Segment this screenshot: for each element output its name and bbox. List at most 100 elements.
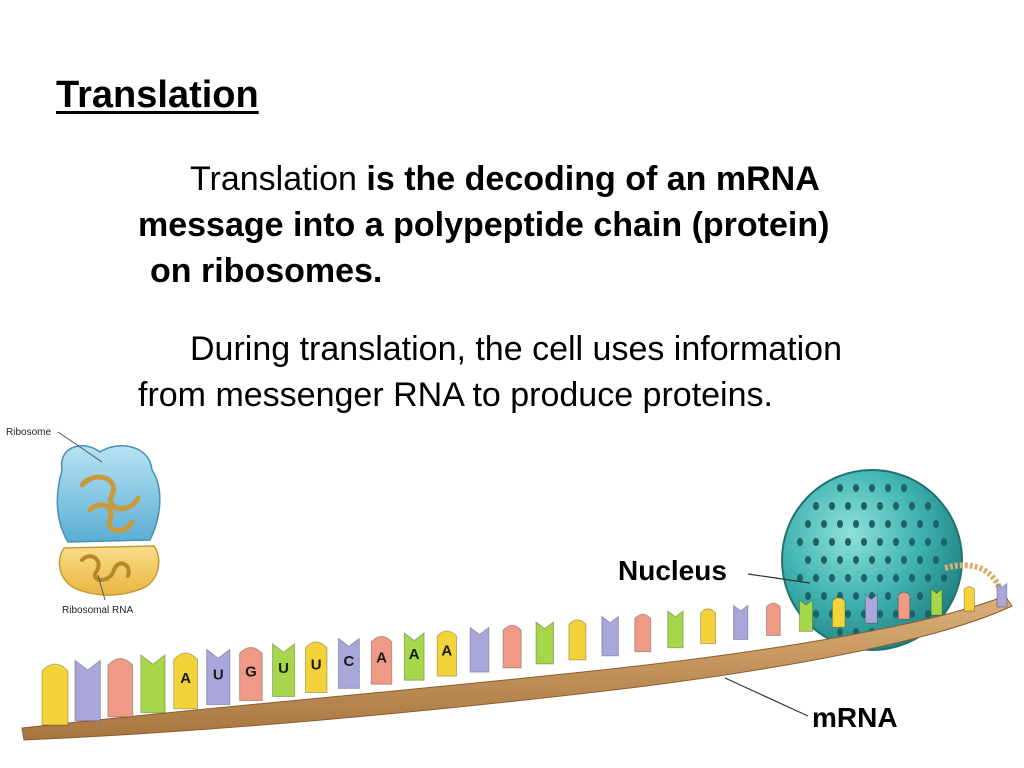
nuclear-pore bbox=[917, 592, 923, 600]
nuclear-pore bbox=[909, 610, 915, 618]
nuclear-pore bbox=[933, 520, 939, 528]
base-letter: C bbox=[343, 653, 354, 670]
nuclear-pore bbox=[805, 592, 811, 600]
nuclear-pore bbox=[813, 574, 819, 582]
nucleotide-base bbox=[74, 659, 101, 722]
nucleotide-base bbox=[667, 609, 684, 649]
nuclear-pore bbox=[821, 556, 827, 564]
ribosome-illustration bbox=[56, 445, 161, 596]
nucleotide-base bbox=[370, 635, 393, 685]
nuclear-pore bbox=[925, 574, 931, 582]
mrna-leader-line bbox=[724, 677, 809, 717]
nuclear-pore bbox=[893, 610, 899, 618]
nuclear-pore bbox=[829, 574, 835, 582]
nuclear-pore bbox=[837, 628, 843, 636]
definition-bold-2: message into a polypeptide chain (protei… bbox=[138, 206, 830, 244]
nuclear-pore bbox=[925, 610, 931, 618]
nucleotide-base bbox=[996, 582, 1008, 608]
ribosomal-rna-leader-line bbox=[97, 574, 106, 601]
nuclear-pore bbox=[853, 592, 859, 600]
nuclear-pore bbox=[941, 574, 947, 582]
nuclear-pore bbox=[885, 484, 891, 492]
nuclear-pore bbox=[805, 520, 811, 528]
definition-bold-3: on ribosomes. bbox=[150, 252, 383, 290]
nucleotide-base bbox=[206, 648, 231, 706]
nuclear-pore bbox=[901, 556, 907, 564]
nuclear-pore bbox=[853, 556, 859, 564]
nuclear-pore bbox=[917, 520, 923, 528]
nucleotide-base bbox=[337, 637, 360, 689]
process-line-2: from messenger RNA to produce proteins. bbox=[138, 376, 773, 414]
nucleotide-base bbox=[502, 624, 522, 669]
nucleotide-base bbox=[41, 663, 69, 726]
definition-lead: Translation bbox=[190, 160, 357, 198]
nuclear-pore bbox=[813, 538, 819, 546]
nuclear-pore bbox=[909, 574, 915, 582]
nucleotide-base bbox=[963, 586, 976, 612]
nuclear-pore bbox=[797, 538, 803, 546]
nuclear-pore bbox=[861, 538, 867, 546]
nucleotide-base bbox=[831, 597, 846, 628]
nuclear-pore bbox=[861, 502, 867, 510]
nuclear-pore bbox=[821, 592, 827, 600]
nuclear-pore bbox=[893, 574, 899, 582]
base-letter: G bbox=[245, 663, 257, 680]
base-letter: A bbox=[180, 670, 191, 687]
nucleotide-base bbox=[930, 587, 943, 616]
ribosomal-rna-label: Ribosomal RNA bbox=[62, 605, 133, 616]
nuclear-pore bbox=[941, 538, 947, 546]
nuclear-pore bbox=[877, 574, 883, 582]
mrna-exit-strand bbox=[944, 562, 1005, 596]
nucleotide-base bbox=[897, 591, 911, 620]
nuclear-pore bbox=[925, 538, 931, 546]
nucleotide-base bbox=[601, 615, 619, 657]
nucleotide-base bbox=[272, 642, 296, 698]
nuclear-pore bbox=[877, 610, 883, 618]
process-line-1: During translation, the cell uses inform… bbox=[190, 330, 842, 368]
nuclear-pore bbox=[845, 538, 851, 546]
nuclear-pore bbox=[845, 502, 851, 510]
nuclear-pore bbox=[933, 556, 939, 564]
nucleotide-base bbox=[568, 619, 587, 661]
mrna-backbone bbox=[21, 595, 1013, 741]
nuclear-pore bbox=[853, 484, 859, 492]
nucleus-label: Nucleus bbox=[618, 555, 727, 586]
nuclear-pore bbox=[885, 520, 891, 528]
nuclear-pore bbox=[917, 556, 923, 564]
nuclear-pore bbox=[869, 520, 875, 528]
nuclear-pore bbox=[837, 520, 843, 528]
nuclear-pore bbox=[845, 610, 851, 618]
nucleotide-base bbox=[107, 657, 134, 718]
nucleotide-base bbox=[403, 631, 425, 681]
nuclear-pore bbox=[909, 502, 915, 510]
nuclear-pore bbox=[861, 574, 867, 582]
nucleotide-base bbox=[239, 646, 263, 702]
definition-bold-1: is the decoding of an mRNA bbox=[366, 160, 820, 198]
nuclear-pore bbox=[893, 538, 899, 546]
nucleotide-base bbox=[765, 602, 781, 636]
nuclear-pore bbox=[821, 520, 827, 528]
base-letter: U bbox=[278, 660, 289, 677]
slide-title: Translation bbox=[56, 74, 259, 116]
nucleotide-base bbox=[798, 598, 814, 632]
nuclear-pore bbox=[853, 520, 859, 528]
nuclear-pore bbox=[909, 538, 915, 546]
nucleotide-base bbox=[864, 593, 878, 624]
nucleotide-base bbox=[304, 641, 328, 693]
nucleotide-base bbox=[469, 626, 490, 673]
mrna-label: mRNA bbox=[812, 702, 898, 733]
nucleotide-base bbox=[535, 620, 555, 665]
base-letter: A bbox=[409, 646, 420, 663]
nuclear-pore bbox=[837, 556, 843, 564]
nucleotide-base bbox=[733, 604, 749, 641]
nuclear-pore bbox=[797, 574, 803, 582]
base-letter: A bbox=[376, 649, 387, 666]
nuclear-pore bbox=[885, 556, 891, 564]
nuclear-pore bbox=[805, 556, 811, 564]
ribosome-rna-coil-small bbox=[80, 554, 131, 582]
ribosome-rna-coil-large bbox=[79, 474, 141, 533]
nuclear-pore bbox=[813, 610, 819, 618]
nucleotide-base bbox=[140, 653, 166, 714]
nucleotide-base bbox=[700, 608, 717, 645]
